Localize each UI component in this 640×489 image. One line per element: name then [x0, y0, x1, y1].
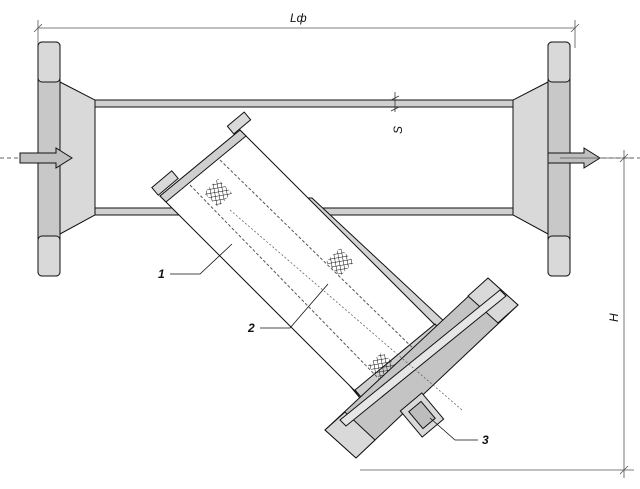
inlet-flow-arrow-icon — [19, 147, 73, 169]
callout-plug: 3 — [482, 433, 489, 447]
screen-top-cap-right — [226, 111, 252, 135]
label-wall-thickness: S — [391, 126, 405, 134]
label-overall-length: Lф — [290, 11, 307, 25]
label-height: H — [607, 313, 621, 322]
screen-top-cap — [151, 170, 179, 196]
cover-flange — [324, 277, 519, 459]
left-flange — [37, 41, 96, 277]
dimension-height — [360, 150, 634, 478]
screen-axis-line — [229, 209, 463, 411]
callout-screen: 2 — [247, 321, 255, 335]
drain-plug — [399, 392, 445, 438]
callout-leaders — [170, 243, 478, 441]
dimension-wall-thickness — [390, 92, 400, 112]
dimension-overall-length — [33, 20, 580, 48]
callout-body: 1 — [158, 267, 165, 281]
